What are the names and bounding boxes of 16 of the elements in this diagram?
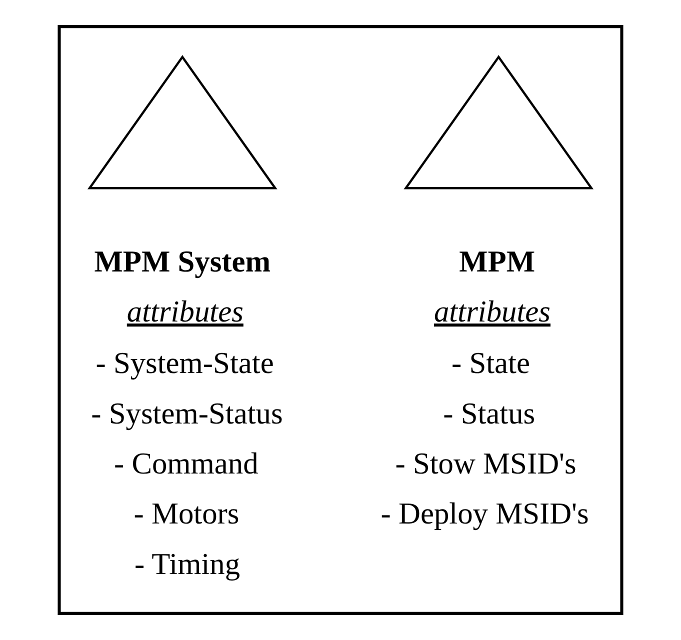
label: attributes xyxy=(126,294,244,329)
label: attributes xyxy=(434,294,551,329)
cluster xyxy=(58,25,624,615)
node-triangle xyxy=(404,55,594,190)
label: - Deploy MSID's xyxy=(380,496,589,531)
node-triangle xyxy=(87,55,278,190)
label: - Status xyxy=(443,396,536,430)
label: - System-State xyxy=(96,346,274,380)
label: - State xyxy=(451,346,530,380)
label: - System-Status xyxy=(91,396,283,430)
label: - Motors xyxy=(134,496,240,531)
label: MPM xyxy=(459,244,536,278)
label: - Timing xyxy=(134,546,240,581)
label: - Command xyxy=(114,446,258,481)
label: - Stow MSID's xyxy=(395,446,576,481)
label: MPM System xyxy=(94,244,271,278)
